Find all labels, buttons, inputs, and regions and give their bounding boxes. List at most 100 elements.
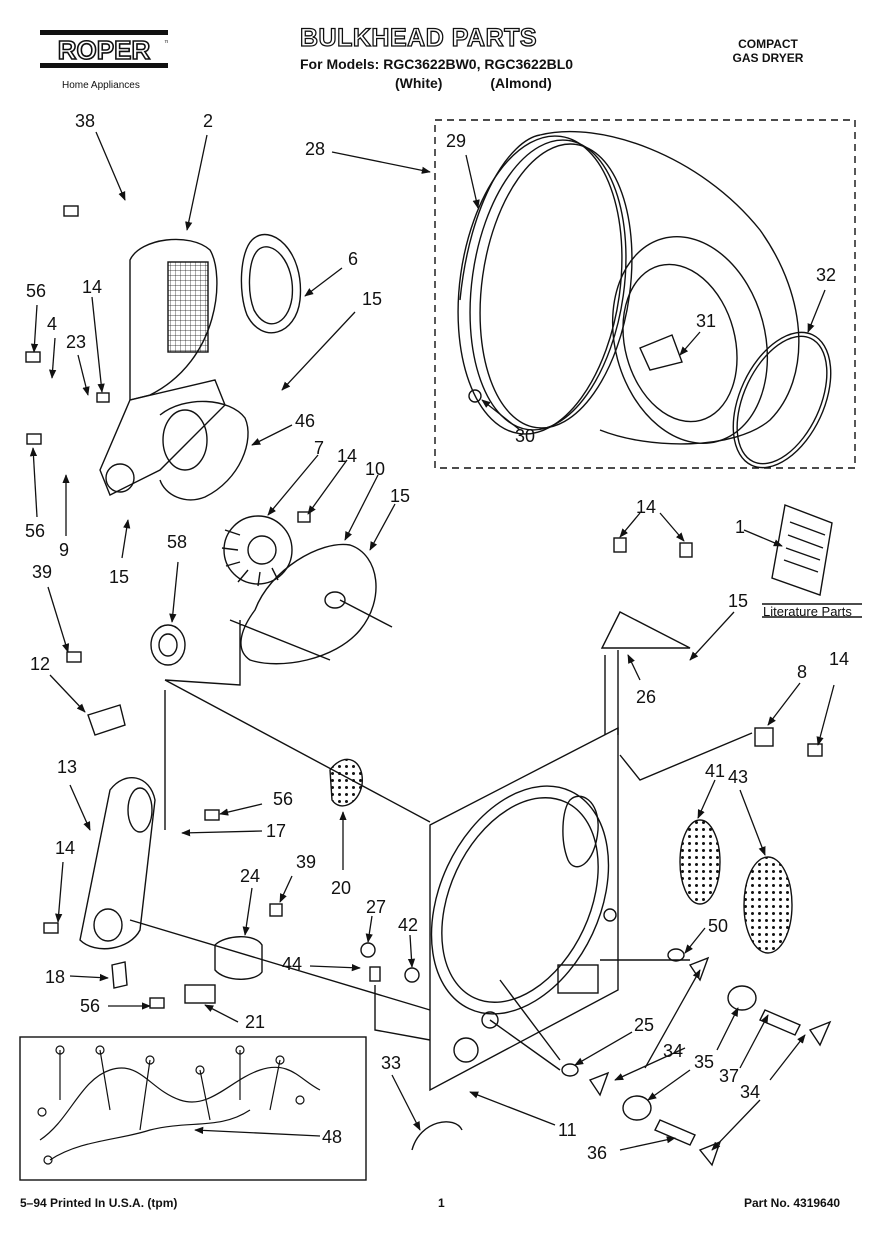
lint-duct-13 bbox=[79, 777, 156, 950]
exhaust-grille-41 bbox=[679, 819, 721, 905]
callout-6: 6 bbox=[348, 249, 358, 269]
callout-23: 23 bbox=[66, 332, 86, 352]
product-line-1: COMPACT bbox=[738, 37, 798, 51]
callout-21: 21 bbox=[245, 1012, 265, 1032]
bracket-12 bbox=[87, 704, 126, 736]
seal-6 bbox=[240, 233, 302, 334]
color-white: (White) bbox=[395, 75, 443, 91]
callout-15d: 15 bbox=[728, 591, 748, 611]
callout-15b: 15 bbox=[390, 486, 410, 506]
callout-14a: 14 bbox=[82, 277, 102, 297]
callout-29: 29 bbox=[446, 131, 466, 151]
callout-41: 41 bbox=[705, 761, 725, 781]
callout-28: 28 bbox=[305, 139, 325, 159]
callout-26: 26 bbox=[636, 687, 656, 707]
callout-43: 43 bbox=[728, 767, 748, 787]
drum-assembly-box bbox=[434, 119, 856, 469]
callout-20: 20 bbox=[331, 878, 351, 898]
model-colors: (White) (Almond) bbox=[395, 75, 552, 91]
callout-48: 48 bbox=[322, 1127, 342, 1147]
callout-56a: 56 bbox=[26, 281, 46, 301]
hardware-screws bbox=[25, 205, 832, 1167]
bearing-58 bbox=[150, 624, 186, 666]
callout-33: 33 bbox=[381, 1053, 401, 1073]
callout-56d: 56 bbox=[80, 996, 100, 1016]
callout-50: 50 bbox=[708, 916, 728, 936]
callout-27: 27 bbox=[366, 897, 386, 917]
print-info: 5–94 Printed In U.S.A. (tpm) bbox=[20, 1196, 178, 1210]
callout-12: 12 bbox=[30, 654, 50, 674]
callout-13: 13 bbox=[57, 757, 77, 777]
literature-booklet bbox=[771, 504, 833, 596]
wire-harness-48 bbox=[37, 1045, 321, 1165]
callout-14c: 14 bbox=[636, 497, 656, 517]
callout-39a: 39 bbox=[32, 562, 52, 582]
switch-21 bbox=[184, 984, 216, 1004]
callout-38: 38 bbox=[75, 111, 95, 131]
thermistor-8 bbox=[754, 727, 774, 747]
callout-14d: 14 bbox=[829, 649, 849, 669]
callout-15a: 15 bbox=[362, 289, 382, 309]
callout-42: 42 bbox=[398, 915, 418, 935]
bracket-33 bbox=[411, 1121, 463, 1151]
front-panel-duct bbox=[99, 238, 226, 496]
color-almond: (Almond) bbox=[490, 75, 552, 91]
callout-labels: 38 2 28 29 6 15 56 4 14 23 46 7 14 10 15… bbox=[25, 111, 852, 1163]
exhaust-cover-43 bbox=[743, 856, 793, 954]
callout-37: 37 bbox=[719, 1066, 739, 1086]
literature-parts-label: Literature Parts bbox=[763, 604, 852, 619]
callout-30: 30 bbox=[515, 426, 535, 446]
product-type: COMPACT GAS DRYER bbox=[718, 37, 818, 65]
brand-subtitle: Home Appliances bbox=[62, 80, 140, 91]
page-title: BULKHEAD PARTS bbox=[299, 23, 538, 52]
callout-32: 32 bbox=[816, 265, 836, 285]
bulkhead-11 bbox=[429, 726, 619, 1092]
blower-wheel bbox=[221, 515, 293, 587]
callout-11: 11 bbox=[558, 1120, 577, 1140]
callout-39b: 39 bbox=[296, 852, 316, 872]
callout-10: 10 bbox=[365, 459, 385, 479]
callout-34b: 34 bbox=[740, 1082, 760, 1102]
callout-17: 17 bbox=[266, 821, 286, 841]
part-number: Part No. 4319640 bbox=[744, 1196, 841, 1210]
callout-8: 8 bbox=[797, 662, 807, 682]
callout-36: 36 bbox=[587, 1143, 607, 1163]
brand-name: ROPER bbox=[58, 35, 151, 65]
callout-9: 9 bbox=[59, 540, 69, 560]
callout-58: 58 bbox=[167, 532, 187, 552]
callout-arrows bbox=[29, 131, 835, 1151]
callout-14b: 14 bbox=[337, 446, 357, 466]
roper-logo-mark: ROPER ™ bbox=[40, 30, 168, 68]
callout-1: 1 bbox=[735, 517, 745, 537]
clip-18 bbox=[111, 961, 128, 989]
callout-7: 7 bbox=[314, 438, 324, 458]
screw-30 bbox=[468, 389, 482, 403]
dryer-drum bbox=[457, 130, 800, 445]
callout-56b: 56 bbox=[25, 521, 45, 541]
product-line-2: GAS DRYER bbox=[732, 51, 804, 65]
blower-housing-10 bbox=[240, 543, 393, 665]
callout-4: 4 bbox=[47, 314, 57, 334]
model-numbers: For Models: RGC3622BW0, RGC3622BL0 bbox=[300, 56, 574, 72]
callout-35: 35 bbox=[694, 1052, 714, 1072]
gas-valve-24 bbox=[214, 936, 263, 980]
callout-2: 2 bbox=[203, 111, 213, 131]
callout-15c: 15 bbox=[109, 567, 129, 587]
bracket-26 bbox=[600, 611, 691, 649]
drum-seal bbox=[732, 331, 832, 469]
roper-logo: ROPER ™ Home Appliances bbox=[40, 30, 175, 91]
callout-14e: 14 bbox=[55, 838, 75, 858]
callout-34a: 34 bbox=[663, 1041, 683, 1061]
callout-56c: 56 bbox=[273, 789, 293, 809]
callout-18: 18 bbox=[45, 967, 65, 987]
brand-trademark: ™ bbox=[164, 40, 168, 47]
harness-box bbox=[19, 1036, 367, 1181]
callout-31: 31 bbox=[696, 311, 716, 331]
callout-46: 46 bbox=[295, 411, 315, 431]
callout-24: 24 bbox=[240, 866, 260, 886]
callout-25: 25 bbox=[634, 1015, 654, 1035]
blower-housing-46 bbox=[159, 400, 249, 501]
callout-44: 44 bbox=[282, 954, 302, 974]
